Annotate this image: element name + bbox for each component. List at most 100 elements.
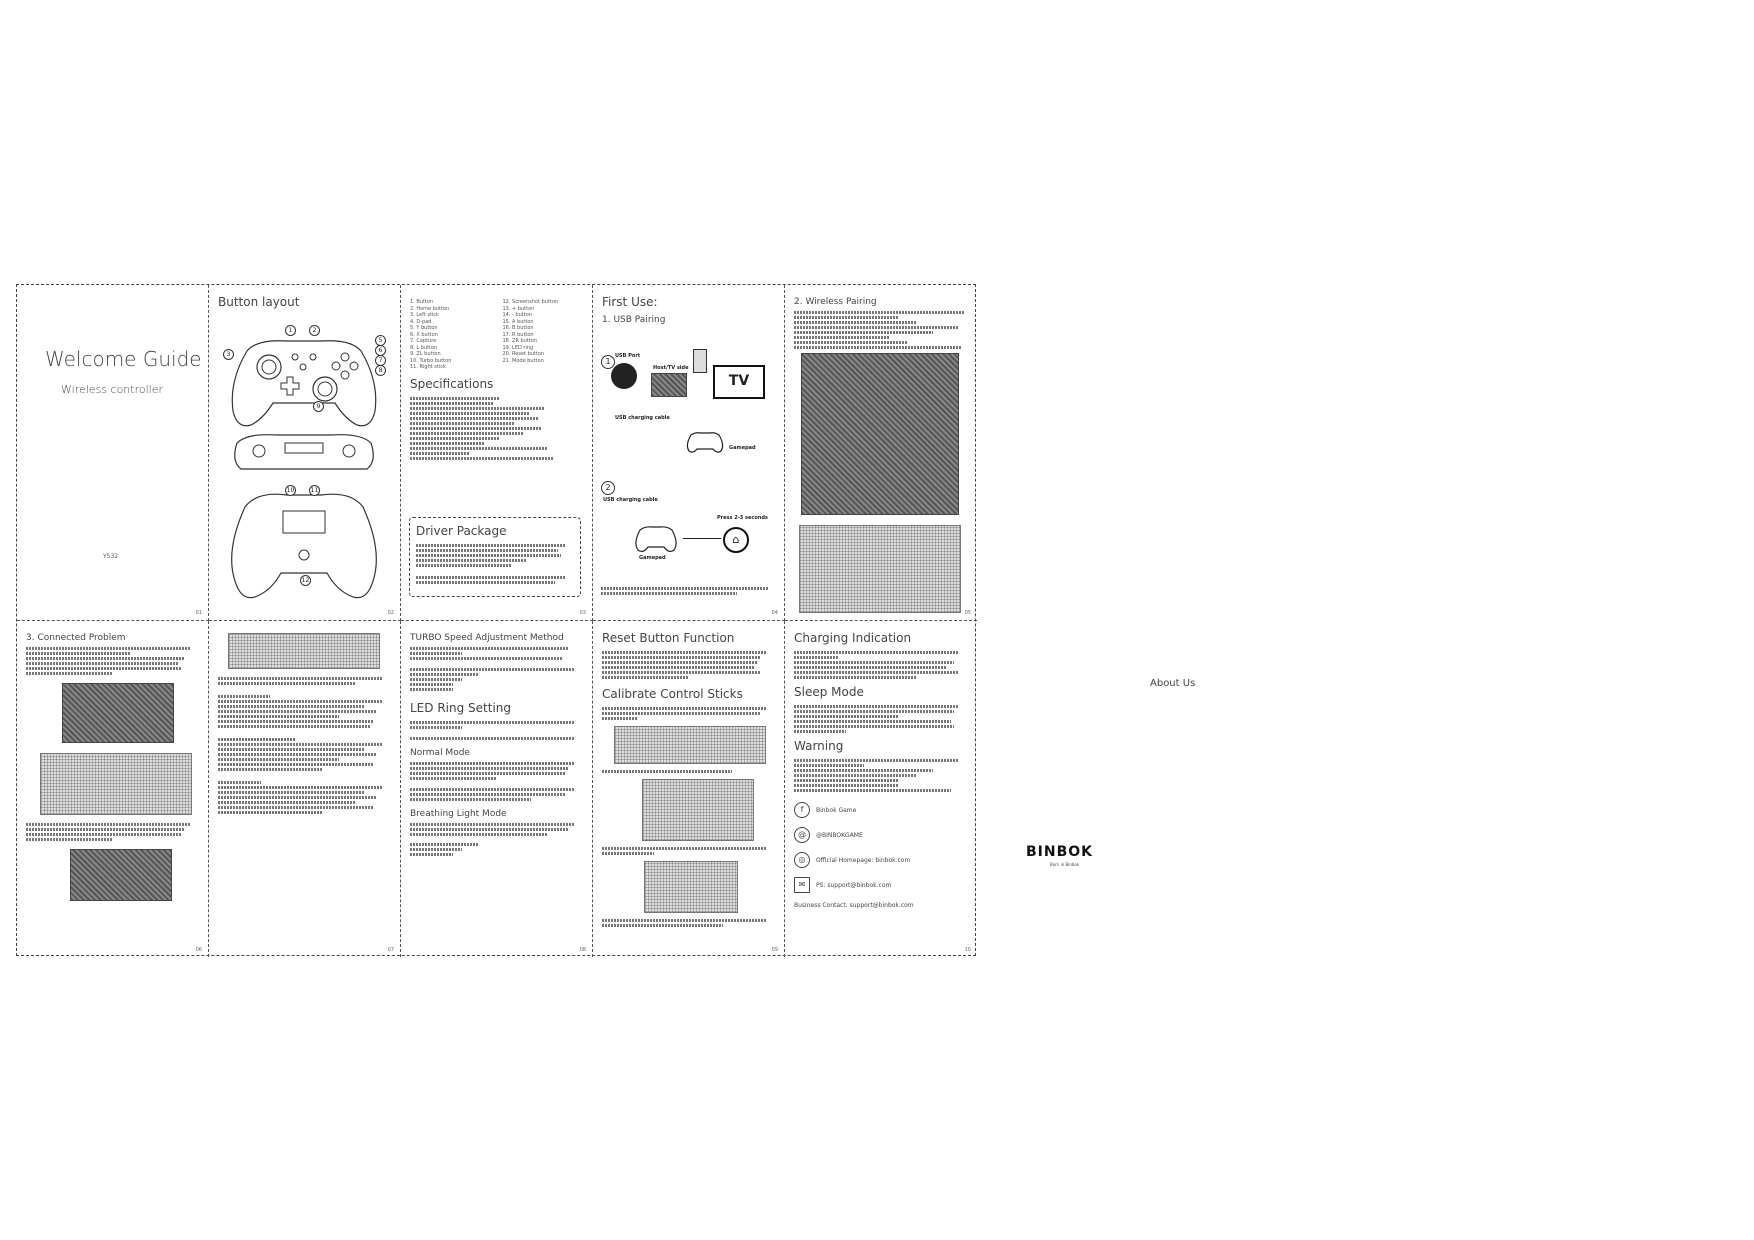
contact-label: Binbok Game [816,806,857,814]
brand-logo: BINBOK [1026,844,1094,860]
legend-item: 7. Capture [410,338,437,344]
calibrate-title: Calibrate Control Sticks [602,687,743,701]
charging-title: Charging Indication [794,631,912,645]
contact-label: Business Contact: support@binbok.com [794,902,914,909]
legend-item: 18. ZR button [502,338,538,344]
connected-screenshot-3 [70,849,172,901]
host-device-icon [651,373,687,397]
brand-tagline: Born in Binbok [1050,862,1080,867]
usb-port-label: USB Port [615,353,641,359]
connected-screenshot-2 [40,753,192,815]
about-us-title: About Us [1150,678,1196,689]
calibrate-screenshot-2 [642,779,754,841]
controller-front-outline [231,340,377,427]
button-layout-title: Button layout [218,295,300,309]
tv-icon: TV [713,365,765,399]
contact-facebook: f Binbok Game [794,802,968,818]
legend-item: 5. Y button [410,325,438,331]
host-side-label: Host/TV side [653,365,689,371]
page-number: 04 [771,610,778,616]
page-number: 03 [579,610,586,616]
reset-title: Reset Button Function [602,631,735,645]
y-button-icon [331,361,341,371]
contact-label: Official Homepage: binbok.com [816,856,911,864]
contact-business: Business Contact: support@binbok.com [794,902,968,909]
contact-email: ✉ PS: support@binbok.com [794,877,968,893]
controller-back-outline [231,493,377,599]
controller-diagram [231,340,377,599]
home-button-icon: ⌂ [723,527,749,553]
gamepad-icon [686,432,724,453]
turbo-title: TURBO Speed Adjustment Method [410,633,564,643]
turbo-led-panel: TURBO Speed Adjustment Method LED Ring S… [401,621,593,957]
contact-label: @BINBOKGAME [816,831,863,839]
usb-cable-label: USB charging cable [615,415,670,421]
legend-item: 6. X button [410,331,438,338]
cover-subtitle: Wireless controller [61,383,163,396]
driver-package-box: Driver Package [409,517,581,597]
contact-label: PS: support@binbok.com [816,881,892,889]
wireless-pairing-panel: 2. Wireless Pairing 05 [785,285,977,621]
reset-calibrate-panel: Reset Button Function Calibrate Control … [593,621,785,957]
driver-package-title: Driver Package [416,524,507,538]
press-seconds-label: Press 2-3 seconds [717,515,768,521]
normal-mode-title: Normal Mode [410,748,470,758]
step-two-badge: 2 [601,481,615,495]
gamepad-label-2: Gamepad [639,555,666,561]
first-use-panel: First Use: 1. USB Pairing 1 USB Port Hos… [593,285,785,621]
page-number: 07 [387,947,394,953]
legend-item: 13. + button [502,305,535,312]
tv-label: TV [728,373,750,389]
legend-item: 21. Mode button [502,357,544,364]
legend-item: 17. R button [502,331,534,338]
legend-item: 15. A button [502,318,534,325]
usb-pairing-subtitle: 1. USB Pairing [602,315,666,325]
controller-top-outline [234,434,374,470]
instruction-sheet: Welcome Guide Wireless controller Y532 0… [16,284,977,957]
breathing-mode-title: Breathing Light Mode [410,809,507,819]
specifications-panel: 1. Button 2. Home button 3. Left stick 4… [401,285,593,621]
legend-item: 2. Home button [410,305,450,312]
sleep-mode-title: Sleep Mode [794,685,864,699]
legend-item: 4. D-pad [410,318,432,325]
first-use-title: First Use: [602,295,658,309]
x-button-icon [340,352,350,362]
legend-item: 9. ZL button [410,351,441,357]
page-number: 01 [195,610,202,616]
right-stick-icon [312,376,338,402]
button-layout-panel: Button layout 1 2 [209,285,401,621]
charging-sleep-panel: Charging Indication Sleep Mode Warning f… [785,621,977,957]
wall-adapter-icon [693,349,707,373]
page-number: 08 [579,947,586,953]
connected-problem-title: 3. Connected Problem [26,633,126,643]
mail-icon: ✉ [794,877,810,893]
page-number: 10 [964,947,971,953]
step-one-badge: 1 [601,355,615,369]
b-button-icon [340,370,350,380]
wireless-pairing-title: 2. Wireless Pairing [794,297,877,307]
warning-title: Warning [794,739,844,753]
legend-item: 16. B button [502,325,534,331]
first-use-note [601,585,771,597]
connected-screenshot-1 [62,683,174,743]
page-number: 06 [195,947,202,953]
calibrate-screenshot-3 [644,861,738,913]
page-number: 02 [387,610,394,616]
legend-item: 8. L button [410,344,438,351]
button-legend: 1. Button 2. Home button 3. Left stick 4… [410,299,583,375]
contact-social: @ @BINBOKGAME [794,827,968,843]
legend-item: 19. LED ring [502,344,534,351]
arrow-line [683,538,721,539]
legend-item: 1. Button [410,299,434,305]
calibrate-screenshot-1 [614,726,766,764]
model-number: Y532 [103,553,119,560]
legend-item: 20. Reset button [502,351,545,357]
page-number: 05 [964,610,971,616]
legend-item: 12. Screenshot button [502,299,559,305]
left-stick-icon [256,354,282,380]
settings-screenshot [228,633,380,669]
specifications-title: Specifications [410,377,494,391]
gamepad-label-1: Gamepad [729,445,756,451]
legend-item: 10. Turbo button [410,357,452,364]
screenshot-controllers-menu [801,353,959,515]
